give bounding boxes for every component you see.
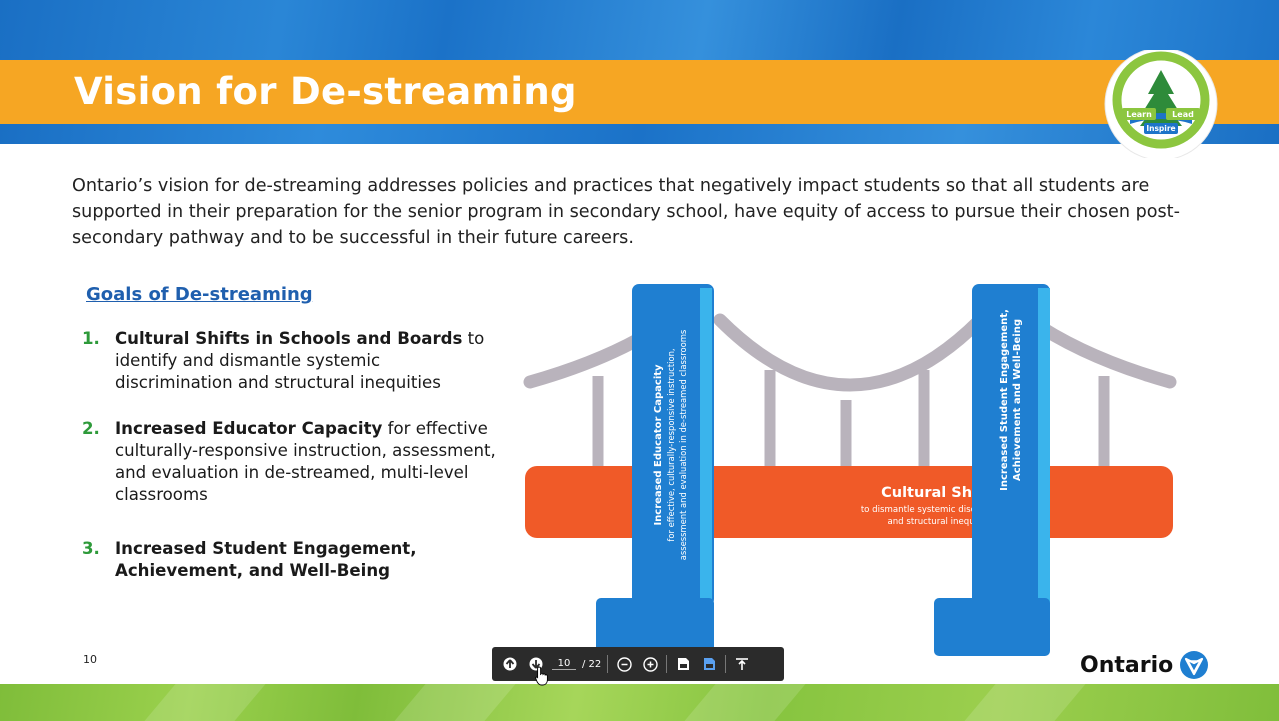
right-tower-line-2: Achievement and Well-Being	[1012, 319, 1023, 481]
ontario-wordmark: Ontario	[1080, 652, 1174, 678]
goal-text: for effective culturally-responsive inst…	[115, 419, 496, 504]
zoom-in-button[interactable]	[640, 654, 660, 674]
bridge-diagram: Cultural Shifts to dismantle systemic di…	[523, 284, 1177, 656]
logo-learn: Learn	[1126, 110, 1152, 119]
goal-item: 2. Increased Educator Capacity for effec…	[82, 418, 502, 506]
logo-lead: Lead	[1172, 110, 1194, 119]
slide-title: Vision for De-streaming	[74, 70, 577, 113]
bridge-deck	[525, 466, 1173, 538]
save-icon	[677, 658, 689, 670]
toolbar-divider	[666, 655, 668, 673]
title-bar	[0, 60, 1279, 124]
hand-cursor-icon	[535, 666, 548, 686]
left-tower-line-1: Increased Educator Capacity	[653, 364, 664, 526]
goal-bold: Increased Student Engagement, Achievemen…	[115, 539, 417, 580]
intro-paragraph: Ontario’s vision for de-streaming addres…	[72, 176, 1180, 248]
bridge-hangers	[592, 370, 1110, 468]
ontario-logo: Ontario	[1080, 648, 1209, 682]
right-tower-line-1: Increased Student Engagement,	[999, 309, 1010, 491]
goal-number: 3.	[82, 539, 100, 558]
logo-lead-tag	[1166, 108, 1200, 120]
goal-number: 2.	[82, 419, 100, 438]
zoom-out-button[interactable]	[614, 654, 634, 674]
zoom-in-icon	[643, 656, 658, 672]
save-button[interactable]	[673, 654, 693, 674]
goal-bold: Increased Educator Capacity	[115, 419, 383, 438]
fit-page-button[interactable]	[732, 654, 752, 674]
save-as-icon	[703, 658, 715, 670]
left-tower	[632, 284, 714, 606]
left-tower-line-2: for effective, culturally-responsive ins…	[666, 348, 676, 541]
previous-page-button[interactable]	[500, 654, 520, 674]
goal-text: to identify and dismantle systemic discr…	[115, 329, 485, 392]
arrow-up-icon	[503, 657, 517, 671]
goal-number: 1.	[82, 329, 100, 348]
right-tower	[972, 284, 1050, 606]
deck-title: Cultural Shifts	[881, 485, 999, 501]
zoom-out-icon	[617, 656, 632, 672]
logo-inspire: Inspire	[1146, 124, 1175, 133]
goal-bold: Cultural Shifts in Schools and Boards	[115, 329, 463, 348]
deck-subtitle-2: and structural inequities	[887, 517, 993, 527]
toolbar-divider	[607, 655, 609, 673]
school-board-logo: Learn Lead Inspire	[1104, 50, 1218, 158]
trillium-icon	[1180, 651, 1209, 679]
logo-inspire-tag	[1144, 123, 1178, 134]
right-tower-base	[934, 598, 1050, 656]
goals-heading: Goals of De-streaming	[86, 284, 313, 305]
page-number-input[interactable]: 10	[552, 658, 576, 670]
fit-page-icon	[736, 658, 749, 670]
logo-learn-tag	[1122, 108, 1156, 120]
left-tower-line-3: assessment and evaluation in de-streamed…	[678, 330, 688, 561]
top-blue-band	[0, 0, 1279, 60]
under-title-blue-band	[0, 124, 1279, 144]
left-tower-base	[596, 598, 714, 656]
save-as-button[interactable]	[699, 654, 719, 674]
deck-subtitle-1: to dismantle systemic discrimination	[861, 505, 1019, 515]
slide-page-number: 10	[83, 653, 97, 666]
bottom-green-band	[0, 684, 1279, 721]
goal-item: 1. Cultural Shifts in Schools and Boards…	[82, 328, 502, 394]
toolbar-divider	[725, 655, 727, 673]
goal-item: 3. Increased Student Engagement, Achieve…	[82, 538, 502, 582]
page-total: / 22	[582, 658, 602, 670]
bridge-cables	[523, 313, 1177, 392]
